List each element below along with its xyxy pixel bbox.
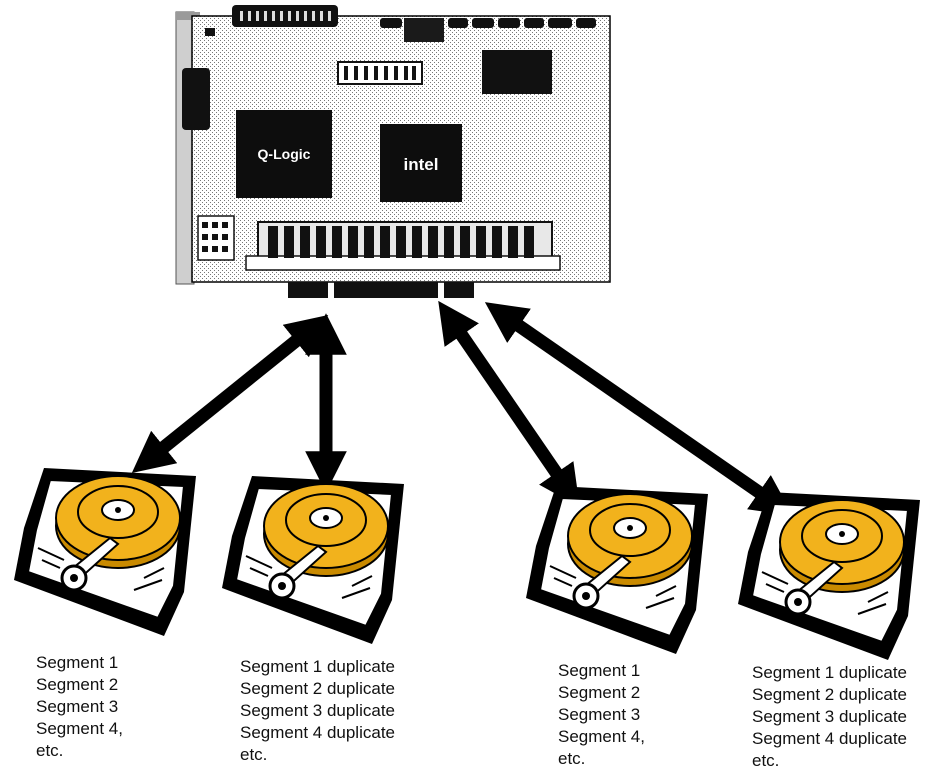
jumper-block bbox=[197, 215, 235, 261]
drive-2-segments: Segment 1 duplicate Segment 2 duplicate … bbox=[240, 656, 395, 766]
segment-line: Segment 1 bbox=[36, 653, 119, 672]
arrow-to-drive-4 bbox=[484, 302, 794, 516]
dip-socket bbox=[337, 61, 423, 85]
intel-chip bbox=[380, 124, 462, 202]
segment-line: Segment 4, bbox=[558, 727, 645, 746]
hard-drive-icon bbox=[14, 468, 196, 636]
segment-line: Segment 2 duplicate bbox=[240, 679, 395, 698]
hard-drive-icon bbox=[222, 476, 404, 644]
top-components bbox=[380, 18, 596, 42]
qlogic-chip bbox=[236, 110, 332, 198]
segment-line: etc. bbox=[240, 745, 268, 764]
intel-chip-label: intel bbox=[404, 155, 439, 174]
qlogic-chip-label: Q-Logic bbox=[258, 146, 311, 162]
segment-line: Segment 3 bbox=[36, 697, 119, 716]
side-connector bbox=[182, 68, 210, 130]
arrow-to-drive-1 bbox=[131, 314, 329, 474]
connection-arrows bbox=[131, 300, 794, 516]
memory-chip bbox=[482, 50, 552, 94]
segment-line: Segment 3 duplicate bbox=[240, 701, 395, 720]
segment-line: Segment 1 duplicate bbox=[752, 663, 907, 682]
segment-line: Segment 4 duplicate bbox=[240, 723, 395, 742]
edge-connector bbox=[288, 282, 474, 298]
segment-line: Segment 4, bbox=[36, 719, 123, 738]
segment-line: Segment 1 duplicate bbox=[240, 657, 395, 676]
segment-line: Segment 4 duplicate bbox=[752, 729, 907, 748]
segment-line: Segment 1 bbox=[558, 661, 641, 680]
segment-line: Segment 2 bbox=[36, 675, 119, 694]
segment-line: etc. bbox=[752, 751, 780, 770]
drive-4-segments: Segment 1 duplicate Segment 2 duplicate … bbox=[752, 662, 907, 772]
raid-controller-card: Q-Logic intel bbox=[175, 5, 611, 298]
drive-1-segments: Segment 1 Segment 2 Segment 3 Segment 4,… bbox=[36, 652, 123, 762]
dimm-slot bbox=[245, 221, 561, 271]
segment-line: Segment 2 bbox=[558, 683, 641, 702]
segment-line: Segment 2 duplicate bbox=[752, 685, 907, 704]
drive-3-segments: Segment 1 Segment 2 Segment 3 Segment 4,… bbox=[558, 660, 645, 770]
hard-drive-icon bbox=[738, 492, 920, 660]
segment-line: Segment 3 bbox=[558, 705, 641, 724]
segment-line: etc. bbox=[36, 741, 64, 760]
hard-drives bbox=[14, 468, 920, 660]
segment-line: etc. bbox=[558, 749, 586, 768]
hard-drive-icon bbox=[526, 486, 708, 654]
segment-line: Segment 3 duplicate bbox=[752, 707, 907, 726]
top-connector bbox=[232, 5, 338, 27]
